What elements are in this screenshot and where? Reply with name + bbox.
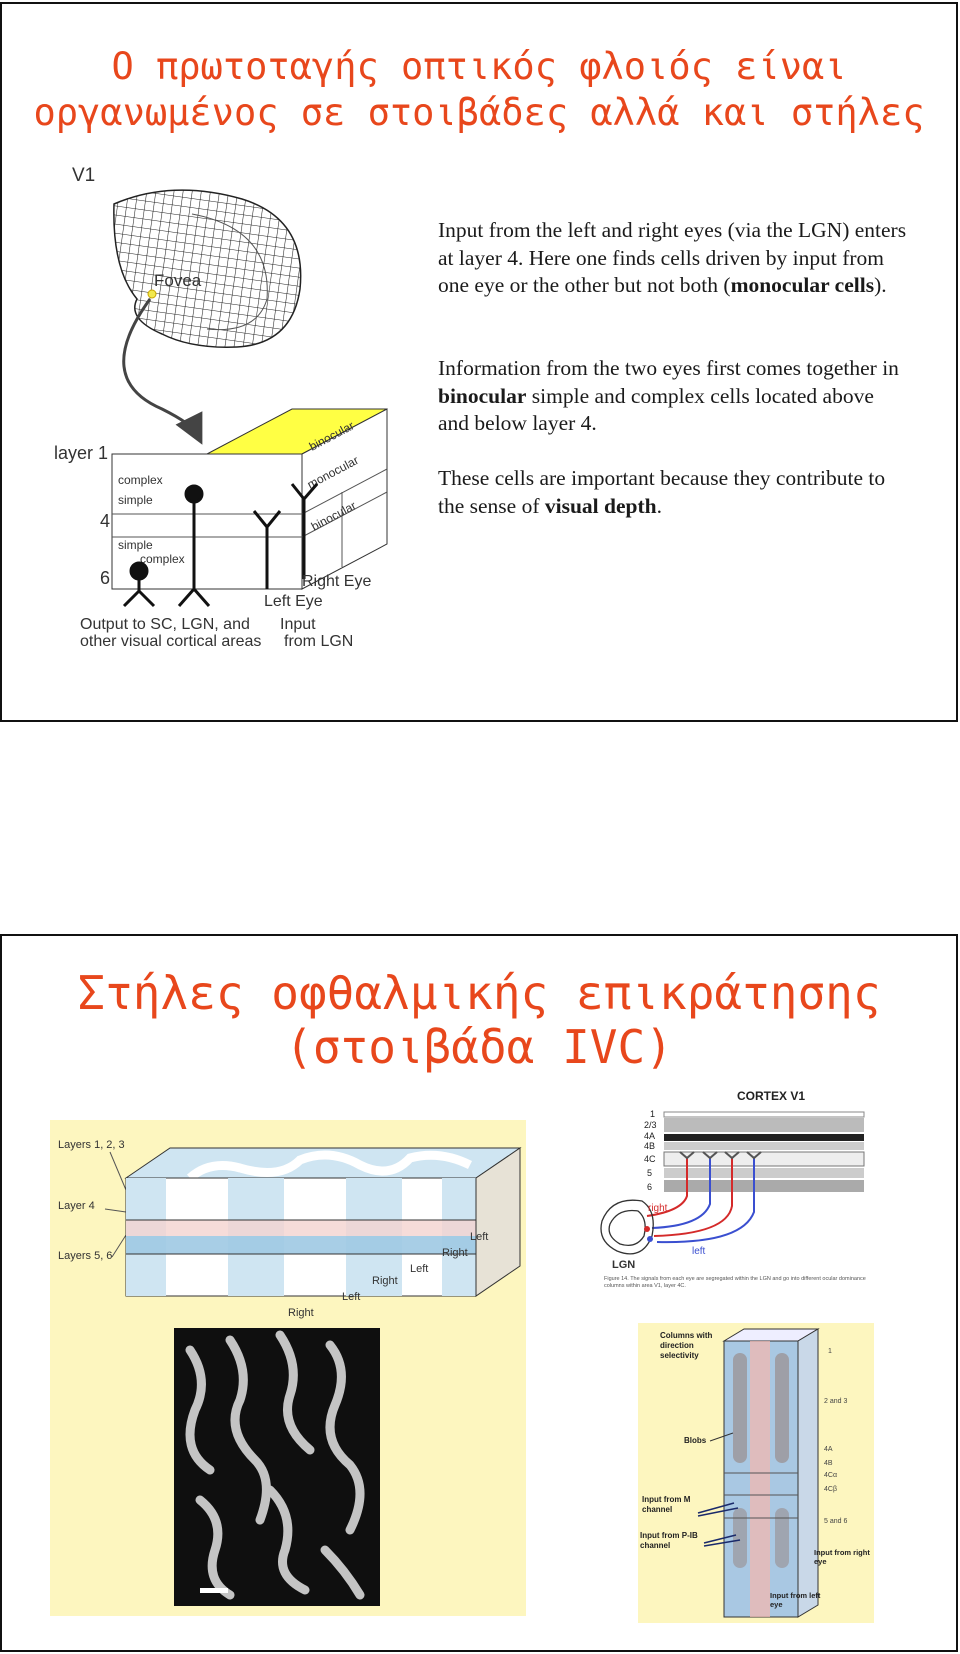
paragraph-depth: These cells are important because they c…	[438, 465, 908, 520]
slide-1-title: Ο πρωτοταγής οπτικός φλοιός είναι οργανω…	[2, 44, 956, 136]
layer-label-4b: 4B	[644, 1141, 655, 1151]
m-channel-input-label: Input from M channel	[642, 1495, 691, 1514]
slide-1: Ο πρωτοταγής οπτικός φλοιός είναι οργανω…	[0, 2, 958, 722]
output-label-line2: other visual cortical areas	[80, 633, 261, 650]
left-eye-axon	[252, 510, 282, 589]
para2-bold: binocular	[438, 383, 527, 408]
slide-2-title: Στήλες οφθαλμικής επικράτησης (στοιβάδα …	[2, 966, 956, 1074]
simple-lower-label: simple	[118, 538, 153, 552]
eye-label-2: Left	[342, 1291, 360, 1303]
cortex-figure-caption: Figure 14. The signals from each eye are…	[604, 1276, 866, 1289]
para3-text: These cells are important because they c…	[438, 466, 886, 518]
simple-upper-label: simple	[118, 493, 153, 507]
para1-text: Input from the left and right eyes (via …	[438, 218, 907, 297]
layer1-label: layer 1	[54, 443, 108, 463]
layer-label-1: 1	[650, 1109, 655, 1119]
eye-label-1: Right	[288, 1307, 314, 1319]
column-layer-23: 2 and 3	[824, 1398, 847, 1405]
column-side	[797, 1328, 819, 1618]
complex-upper-label: complex	[118, 473, 163, 487]
left-eye-label: Left Eye	[264, 593, 323, 610]
para2-end: simple and complex cells located above a…	[438, 383, 874, 436]
layer4-label: 4	[100, 511, 110, 531]
input-label-line1: Input	[280, 616, 316, 633]
fovea-arrow	[122, 298, 203, 445]
column-layer-4ca: 4Cα	[824, 1472, 837, 1479]
column-layer-1: 1	[828, 1348, 832, 1355]
para3-bold: visual depth	[544, 493, 657, 518]
column-layer-56: 5 and 6	[824, 1518, 847, 1525]
left-eye-input-label: Input from left eye	[770, 1591, 821, 1609]
ocular-dominance-figure: Layers 1, 2, 3 Layer 4 Layers 5, 6 Right…	[50, 1120, 526, 1616]
cortex-map	[113, 189, 302, 348]
slide-2: Στήλες οφθαλμικής επικράτησης (στοιβάδα …	[0, 934, 958, 1652]
output-label-line1: Output to SC, LGN, and	[80, 616, 250, 633]
layer-label-6: 6	[647, 1182, 652, 1192]
slide-1-title-line1: Ο πρωτοταγής οπτικός φλοιός είναι	[111, 45, 847, 88]
para1-end: ).	[874, 273, 887, 297]
lgn-label: LGN	[612, 1259, 635, 1271]
right-eye-label: Right Eye	[302, 573, 371, 590]
v1-layers-diagram: V1 Fovea layer 1 4 6 complex simple simp…	[54, 165, 388, 650]
layers-123-label: Layers 1, 2, 3	[58, 1139, 125, 1151]
column-layer-4a: 4A	[824, 1446, 833, 1453]
blob-right	[775, 1353, 789, 1463]
column-layer-4cb: 4Cβ	[824, 1486, 837, 1493]
pib-channel-input-label: Input from P-IB channel	[640, 1531, 698, 1550]
layer-label-23: 2/3	[644, 1120, 657, 1130]
cortex-v1-diagram: CORTEX V1 1 2/3 4A 4B 4C 5 6 right left …	[592, 1086, 877, 1301]
v1-label: V1	[72, 165, 95, 186]
layer6-label: 6	[100, 568, 110, 588]
right-label: right	[648, 1203, 668, 1214]
slide-1-title-line2: οργανωμένος σε στοιβάδες αλλά και στήλες	[33, 91, 925, 134]
input-label-line2: from LGN	[284, 633, 353, 650]
layer-4-label: Layer 4	[58, 1200, 95, 1212]
right-eye-input-label: Input from right eye	[814, 1548, 870, 1566]
eye-label-4: Left	[410, 1263, 428, 1275]
direction-selectivity-label: Columns with direction selectivity	[660, 1331, 713, 1360]
cortical-column-diagram: Columns with direction selectivity Blobs…	[638, 1323, 874, 1623]
blobs-label: Blobs	[684, 1436, 707, 1445]
slide-2-title-line2: (στοιβάδα IVC)	[285, 1020, 673, 1074]
para1-bold: monocular cells	[730, 273, 875, 297]
eye-label-3: Right	[372, 1275, 398, 1287]
right-eye-axon	[290, 483, 319, 579]
complex-lower-label: complex	[140, 552, 185, 566]
fovea-marker	[147, 289, 157, 299]
paragraph-binocular: Information from the two eyes first come…	[438, 355, 908, 438]
fovea-label: Fovea	[154, 271, 202, 290]
cortex-v1-title: CORTEX V1	[737, 1089, 805, 1103]
layer-label-4c: 4C	[644, 1154, 656, 1164]
complex-cell-neuron	[122, 561, 156, 608]
simple-cell-neuron	[177, 484, 211, 607]
paragraph-monocular: Input from the left and right eyes (via …	[438, 217, 908, 300]
layer-label-4a: 4A	[644, 1131, 655, 1141]
layers-56-label: Layers 5, 6	[58, 1250, 112, 1262]
para3-end: .	[656, 493, 662, 518]
layer-label-5: 5	[647, 1168, 652, 1178]
para2-text: Information from the two eyes first come…	[438, 356, 899, 380]
blob-left	[733, 1353, 747, 1463]
slide-2-title-line1: Στήλες οφθαλμικής επικράτησης	[77, 966, 881, 1020]
column-layer-4b: 4B	[824, 1460, 833, 1467]
eye-label-5: Right	[442, 1247, 468, 1259]
left-label: left	[692, 1246, 706, 1257]
eye-label-6: Left	[470, 1231, 488, 1243]
block-side	[475, 1147, 521, 1297]
